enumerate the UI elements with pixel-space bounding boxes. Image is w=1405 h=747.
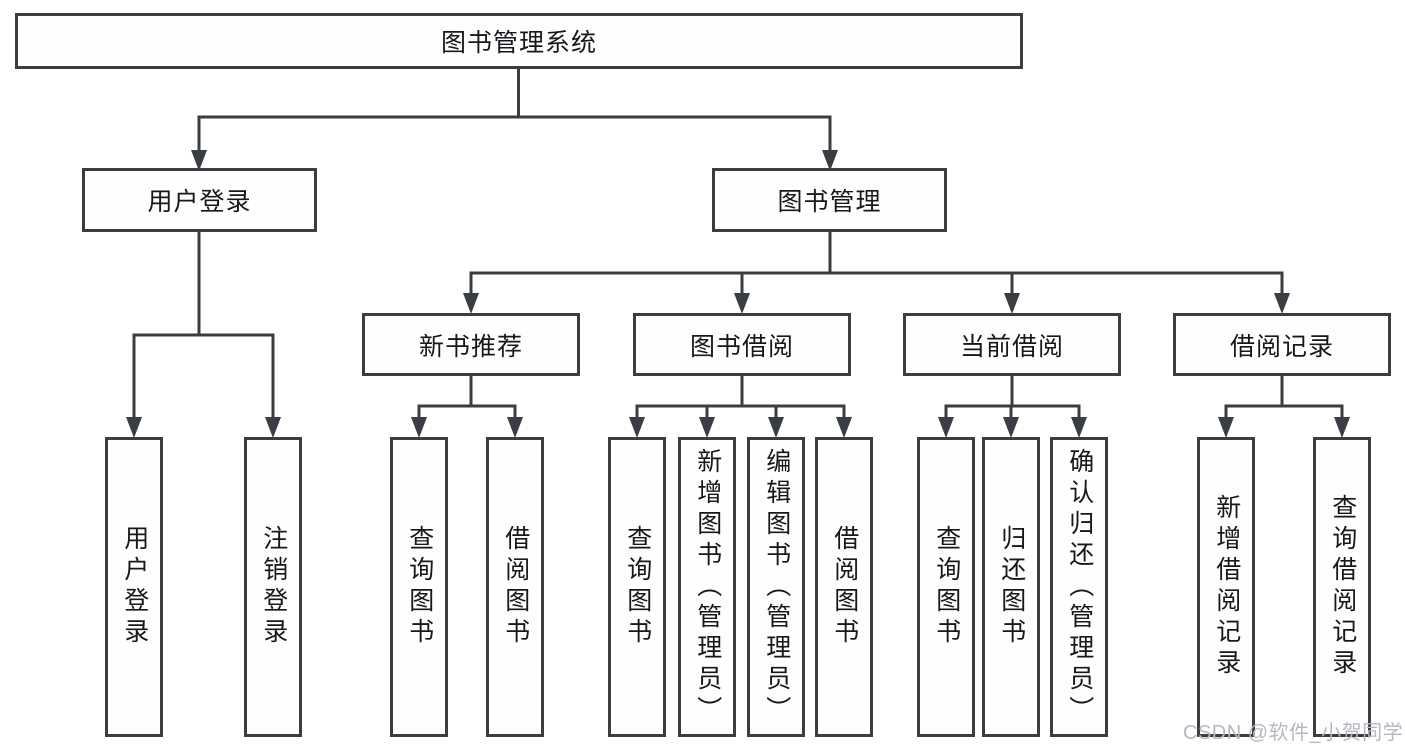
node-leaf-borrow-book-label: 借阅图书 [830,525,859,649]
node-leaf-current-query-book-label: 查询图书 [932,525,961,649]
node-leaf-add-book-admin-label: 新增图书（管理员） [693,447,722,727]
node-borrow-record: 借阅记录 [1173,313,1391,376]
node-leaf-confirm-return-admin: 确认归还（管理员） [1050,437,1108,737]
node-book-borrow-label: 图书借阅 [689,332,794,361]
node-leaf-add-borrow-record-label: 新增借阅记录 [1212,494,1241,680]
node-leaf-confirm-return-admin-label: 确认归还（管理员） [1065,447,1094,727]
node-leaf-return-book-label: 归还图书 [997,525,1026,649]
node-book-management: 图书管理 [712,168,947,232]
node-leaf-logout: 注销登录 [244,437,302,737]
node-leaf-recommend-query-book: 查询图书 [390,437,448,737]
node-current-borrow-label: 当前借阅 [959,332,1064,361]
node-leaf-user-login: 用户登录 [105,437,163,737]
node-new-book-recommend-label: 新书推荐 [418,332,523,361]
node-leaf-user-login-label: 用户登录 [120,525,149,649]
node-leaf-borrow-book: 借阅图书 [815,437,873,737]
node-root: 图书管理系统 [15,13,1023,69]
node-new-book-recommend: 新书推荐 [362,313,580,376]
node-leaf-return-book: 归还图书 [982,437,1040,737]
node-leaf-add-borrow-record: 新增借阅记录 [1197,437,1255,737]
node-leaf-recommend-query-book-label: 查询图书 [405,525,434,649]
node-leaf-query-borrow-record: 查询借阅记录 [1313,437,1371,737]
csdn-watermark: CSDN @软件_小贺同学 [1183,722,1404,744]
node-leaf-edit-book-admin: 编辑图书（管理员） [747,437,805,737]
node-leaf-logout-label: 注销登录 [259,525,288,649]
node-user-login: 用户登录 [82,168,317,232]
node-book-management-label: 图书管理 [777,188,882,216]
node-leaf-borrow-query-book-label: 查询图书 [623,525,652,649]
node-leaf-edit-book-admin-label: 编辑图书（管理员） [762,447,791,727]
node-book-borrow: 图书借阅 [633,313,851,376]
node-leaf-add-book-admin: 新增图书（管理员） [678,437,736,737]
node-leaf-recommend-borrow-book-label: 借阅图书 [501,525,530,649]
node-leaf-query-borrow-record-label: 查询借阅记录 [1328,494,1357,680]
node-current-borrow: 当前借阅 [903,313,1121,376]
node-borrow-record-label: 借阅记录 [1229,332,1334,361]
node-leaf-borrow-query-book: 查询图书 [608,437,666,737]
node-leaf-recommend-borrow-book: 借阅图书 [486,437,544,737]
node-user-login-label: 用户登录 [147,188,252,216]
node-root-label: 图书管理系统 [440,29,597,57]
node-leaf-current-query-book: 查询图书 [917,437,975,737]
